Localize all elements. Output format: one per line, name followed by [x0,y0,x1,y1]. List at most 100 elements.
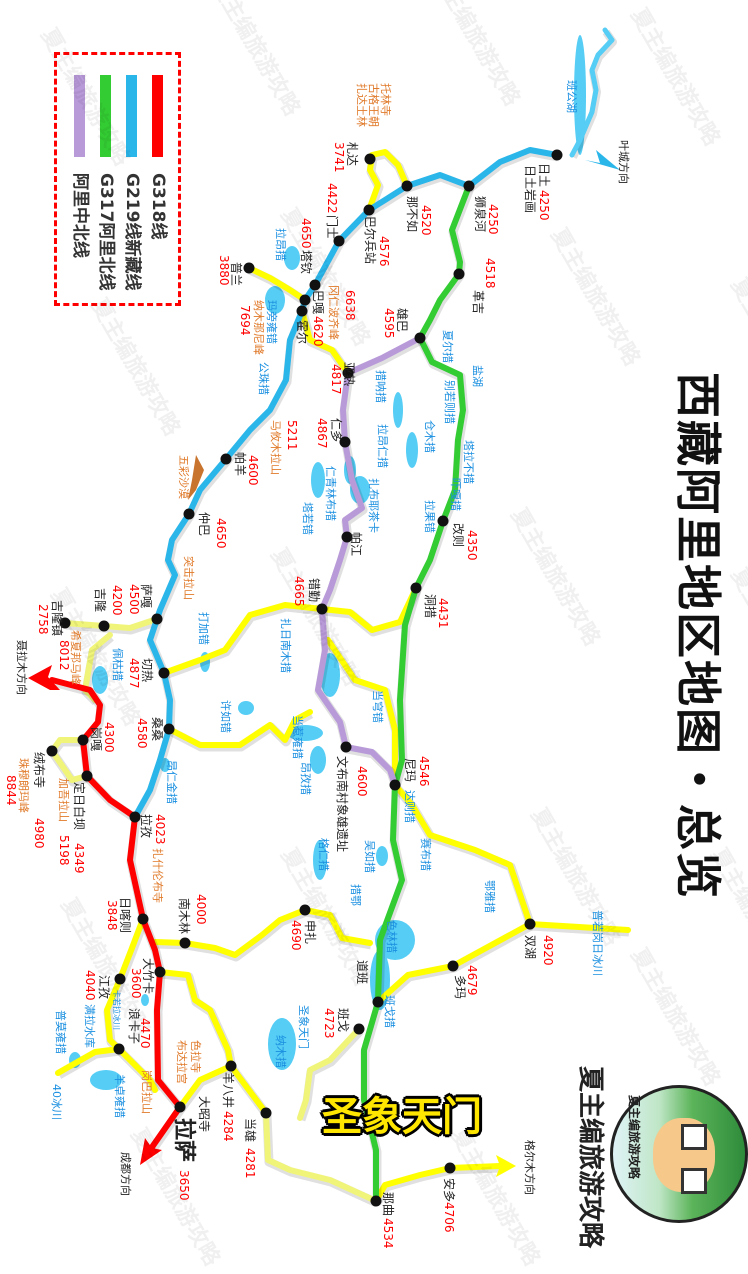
town-label[interactable]: 帕羊 [233,452,247,477]
town-marker-icon[interactable] [316,603,328,615]
town-label[interactable]: 拉萨 [171,1118,196,1163]
town-label[interactable]: 札达 [345,142,359,167]
town-marker-icon[interactable] [260,1107,272,1119]
town-marker-icon[interactable] [437,515,449,527]
town-marker-icon[interactable] [444,1162,456,1174]
town-marker-icon[interactable] [129,811,141,823]
town-label[interactable]: 双湖 [523,935,537,960]
town-label[interactable]: 浪卡子 [127,1008,141,1045]
town-label[interactable]: 萨嘎 [139,584,153,609]
town-marker-icon[interactable] [363,204,375,216]
town-label[interactable]: 日喀则 [118,897,132,934]
town-marker-icon[interactable] [179,937,191,949]
town-label[interactable]: 大竹卡 [141,958,155,995]
lake-shape [310,746,326,774]
town-label[interactable]: 错勤 [307,578,321,603]
town-label[interactable]: 狮泉河 [473,196,487,233]
town-marker-icon[interactable] [453,268,465,280]
town-marker-icon[interactable] [114,973,126,985]
town-marker-icon[interactable] [243,262,255,274]
town-marker-icon[interactable] [401,180,413,192]
road-yellow-xainza [152,907,373,958]
town-marker-icon[interactable] [113,1043,125,1055]
town-marker-icon[interactable] [410,582,422,594]
town-marker-icon[interactable] [154,966,166,978]
town-label[interactable]: 绒布寺 [32,752,46,789]
town-marker-icon[interactable] [463,180,475,192]
town-marker-icon[interactable] [372,996,384,1008]
town-label[interactable]: 拉孜 [139,814,153,839]
town-label[interactable]: 吉隆 [93,588,107,613]
town-label[interactable]: 羊八井 [221,1072,235,1109]
town-marker-icon[interactable] [389,779,401,791]
town-marker-icon[interactable] [299,904,311,916]
town-marker-icon[interactable] [339,436,351,448]
town-label[interactable]: 南木林 [177,898,191,935]
town-marker-icon[interactable] [342,367,354,379]
town-marker-icon[interactable] [46,745,58,757]
town-marker-icon[interactable] [98,620,110,632]
town-marker-icon[interactable] [151,613,163,625]
town-label[interactable]: 巴尔兵站 [363,216,377,265]
town-marker-icon[interactable] [447,960,459,972]
town-elevation: 4349 [72,843,86,874]
town-marker-icon[interactable] [341,531,353,543]
town-label[interactable]: 改则 [451,523,465,548]
town-label[interactable]: 文布南村象雄遗址 [335,756,349,853]
town-marker-icon[interactable] [158,667,170,679]
town-marker-icon[interactable] [174,1101,186,1113]
town-label[interactable]: 大昭寺 [197,1096,211,1133]
town-label[interactable]: 当雄 [243,1118,257,1143]
town-marker-icon[interactable] [137,913,149,925]
direction-label: 叶城方向 [617,140,630,184]
town-marker-icon[interactable] [414,332,426,344]
town-label[interactable]: 塔钦 [299,250,313,275]
town-marker-icon[interactable] [299,294,311,306]
town-label[interactable]: 多玛 [453,975,467,1000]
town-label[interactable]: 巴嘎 [311,290,325,315]
town-label[interactable]: 革吉 [471,290,485,315]
town-marker-icon[interactable] [340,741,352,753]
town-marker-icon[interactable] [353,1023,365,1035]
town-label[interactable]: 桑桑 [150,717,164,742]
town-label[interactable]: 切热 [140,658,154,683]
town-label[interactable]: 申扎 [303,920,317,945]
town-label[interactable]: 帕江 [349,532,363,557]
town-marker-icon[interactable] [220,453,232,465]
town-marker-icon[interactable] [333,235,345,247]
town-label[interactable]: 道班 [355,960,369,985]
town-label[interactable]: 雄巴 [395,308,409,333]
town-marker-icon[interactable] [59,617,71,629]
town-marker-icon[interactable] [183,508,195,520]
town-label[interactable]: 霍尔 [295,320,309,345]
town-label[interactable]: 洞措 [423,594,437,619]
town-label[interactable]: 日土岩画 [523,165,537,214]
town-label[interactable]: 安多 [442,1178,456,1203]
town-marker-icon[interactable] [370,1195,382,1207]
town-label[interactable]: 班戈 [336,1008,350,1033]
road-yellow-amdo [373,1163,503,1204]
town-label[interactable]: 日土 [537,163,551,188]
town-label[interactable]: 亚热 [342,362,356,387]
town-label[interactable]: 岗嘎 [89,727,103,752]
town-marker-icon[interactable] [524,918,536,930]
town-label[interactable]: 尼玛 [403,758,417,783]
town-label[interactable]: 江孜 [97,975,111,1000]
town-marker-icon[interactable] [77,734,89,746]
town-marker-icon[interactable] [364,153,376,165]
town-label[interactable]: 仲巴 [197,512,211,537]
town-marker-icon[interactable] [551,149,563,161]
town-label[interactable]: 那曲 [381,1192,395,1217]
town-marker-icon[interactable] [296,305,308,317]
town-label[interactable]: 吉隆镇 [50,600,64,637]
town-label[interactable]: 普兰 [229,262,243,287]
town-label[interactable]: 那不如 [405,196,419,233]
town-marker-icon[interactable] [225,1060,237,1072]
town-marker-icon[interactable] [309,279,321,291]
town-label[interactable]: 门士 [325,215,339,240]
town-label[interactable]: 定日白坝 [72,782,86,831]
town-marker-icon[interactable] [81,770,93,782]
town-label[interactable]: 仁多 [329,418,343,443]
town-elevation: 3848 [105,900,119,931]
town-marker-icon[interactable] [163,723,175,735]
